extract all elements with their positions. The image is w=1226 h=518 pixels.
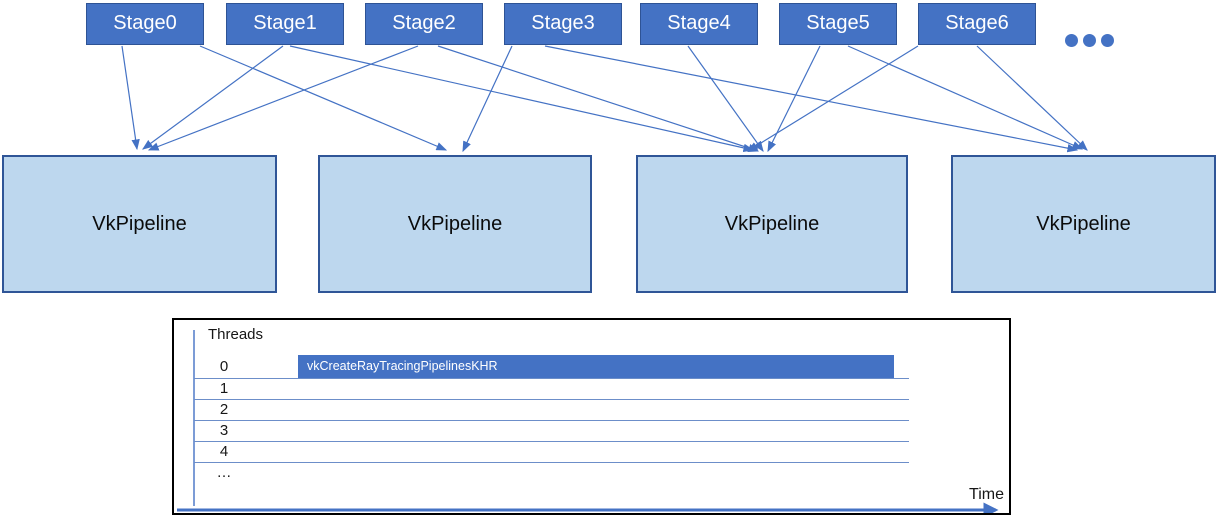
timeline-bar-vkCreateRayTracingPipelinesKHR: vkCreateRayTracingPipelinesKHR: [298, 355, 894, 378]
arrow-stage2-pipeline1: [147, 45, 419, 151]
stage-box-1: Stage1: [226, 3, 344, 45]
stage-box-2: Stage2: [365, 3, 483, 45]
stage-box-6: Stage6: [918, 3, 1036, 45]
arrow-stage6-pipeline3: [746, 45, 919, 152]
timeline-title: Threads: [208, 326, 264, 343]
thread-row-label-3: 3: [219, 422, 229, 439]
arrow-stage4-pipeline3: [687, 45, 764, 152]
ellipsis-dot-icon: [1083, 34, 1096, 47]
pipeline-box-3: VkPipeline: [636, 155, 908, 293]
arrow-stage6-pipeline4: [976, 45, 1088, 151]
pipeline-box-2: VkPipeline: [318, 155, 592, 293]
thread-row-label-more: …: [216, 464, 232, 481]
arrow-stage0-pipeline2: [199, 45, 448, 151]
arrow-stage5-pipeline4: [847, 45, 1084, 150]
stage-box-3: Stage3: [504, 3, 622, 45]
arrow-stage0-pipeline1: [121, 45, 140, 151]
arrow-stage3-pipeline2: [462, 45, 513, 153]
thread-row-label-4: 4: [219, 443, 229, 460]
stage-box-0: Stage0: [86, 3, 204, 45]
pipeline-box-4: VkPipeline: [951, 155, 1216, 293]
timeline-axes: [177, 330, 999, 513]
arrow-stage1-pipeline1: [142, 45, 284, 150]
arrow-stage2-pipeline3: [437, 45, 760, 152]
stage-box-4: Stage4: [640, 3, 758, 45]
ellipsis-dot-icon: [1101, 34, 1114, 47]
thread-row-label-0: 0: [219, 358, 229, 375]
thread-timeline-panel: Threads 0 1 2 3 4 … vkCreateRayTracingPi…: [172, 318, 1011, 515]
arrow-stage3-pipeline4: [544, 45, 1079, 153]
thread-row-label-1: 1: [219, 380, 229, 397]
pipeline-box-1: VkPipeline: [2, 155, 277, 293]
thread-row-label-2: 2: [219, 401, 229, 418]
ellipsis-dot-icon: [1065, 34, 1078, 47]
time-axis-label: Time: [969, 486, 1004, 503]
arrow-stage1-pipeline3: [289, 45, 755, 152]
stage-box-5: Stage5: [779, 3, 897, 45]
